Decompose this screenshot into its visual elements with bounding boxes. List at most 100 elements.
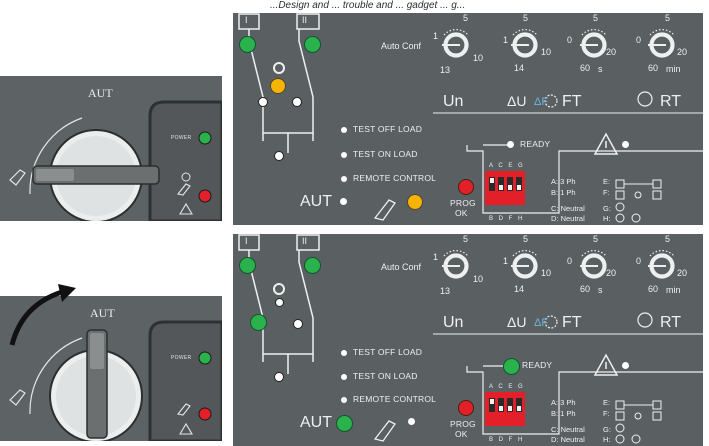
source-ii-label: II <box>302 236 308 246</box>
knob2-mark-5: 5 <box>523 13 529 23</box>
key-e: E: <box>603 398 611 407</box>
prog-button[interactable] <box>458 179 474 195</box>
knob1-mark-1: 1 <box>433 252 439 262</box>
contact-led-i <box>250 314 267 331</box>
key-h: H: <box>603 214 611 223</box>
key-g: G: <box>603 204 611 213</box>
knob3-mark-5: 5 <box>593 13 599 23</box>
switch-aut-label: AUT <box>88 86 113 100</box>
knob4-mark-60: 60 <box>648 63 659 73</box>
knob4-unit: min <box>666 64 681 74</box>
power-label: POWER <box>171 355 192 361</box>
test-on-load-label: TEST ON LOAD <box>353 371 418 381</box>
knob1-mark-10: 10 <box>473 53 484 63</box>
key-b: B: 1 Ph <box>551 409 576 418</box>
aut-led <box>336 415 353 432</box>
knob3-mark-0: 0 <box>567 35 573 45</box>
figure-caption: ...Design and ... trouble and ... gadget… <box>270 0 466 11</box>
test-off-load-led <box>341 350 347 356</box>
dip-switch[interactable] <box>485 392 525 426</box>
test-off-load-label: TEST OFF LOAD <box>353 347 423 357</box>
knob4-mark-60: 60 <box>648 284 659 294</box>
knob4-mark-20: 20 <box>677 47 688 57</box>
param-df: ΔF <box>534 317 549 329</box>
test-on-load-led <box>341 374 347 380</box>
fault-led <box>622 141 629 148</box>
remote-control-led <box>341 397 347 403</box>
prog-label: PROG <box>450 419 476 429</box>
param-df: ΔF <box>534 96 549 108</box>
knob1-mark-5: 5 <box>463 13 469 23</box>
key-g: G: <box>603 425 611 434</box>
source-ii-label: II <box>302 15 308 25</box>
knob1-mark-13: 13 <box>440 286 451 296</box>
source-i-label: I <box>245 15 248 25</box>
key-h: H: <box>603 435 611 444</box>
remote-control-label: REMOTE CONTROL <box>353 173 437 183</box>
key-e: E: <box>603 177 611 186</box>
load-led <box>274 151 284 161</box>
key-c: C: Neutral <box>551 425 585 434</box>
contact-led-ii <box>292 97 302 107</box>
knob2-mark-1: 1 <box>503 35 509 45</box>
power-label: POWER <box>171 135 192 141</box>
key-f: F: <box>603 409 610 418</box>
knob2-mark-1: 1 <box>503 256 509 266</box>
knob3-mark-20: 20 <box>606 268 617 278</box>
ok-label: OK <box>455 429 468 439</box>
knob2-mark-14: 14 <box>514 63 525 73</box>
dip-top-letters: A C E G <box>489 163 525 169</box>
ready-label: READY <box>522 360 553 370</box>
param-rt: RT <box>660 314 682 331</box>
key-f: F: <box>603 188 610 197</box>
source-i-led <box>239 36 256 53</box>
test-off-load-led <box>341 127 347 133</box>
dip-bottom-letters: B D F H <box>489 216 525 222</box>
source-i-led <box>239 257 256 274</box>
status-led-orange <box>270 78 286 94</box>
fault-led <box>622 362 629 369</box>
dip-top-letters: A C E G <box>489 384 525 390</box>
ready-led <box>503 358 520 375</box>
param-rt: RT <box>660 93 682 110</box>
ready-label: READY <box>520 139 551 149</box>
knob4-mark-0: 0 <box>636 35 642 45</box>
source-i-label: I <box>245 236 248 246</box>
prog-label: PROG <box>450 198 476 208</box>
knob4-mark-20: 20 <box>677 268 688 278</box>
param-du: ΔU <box>507 93 527 109</box>
knob1-mark-13: 13 <box>440 65 451 75</box>
knob2-mark-5: 5 <box>523 234 529 244</box>
knob1-mark-10: 10 <box>473 274 484 284</box>
param-un: Un <box>443 93 464 110</box>
param-du: ΔU <box>507 314 527 330</box>
knob3-mark-60: 60 <box>580 284 591 294</box>
knob3-mark-5: 5 <box>593 234 599 244</box>
key-b: B: 1 Ph <box>551 188 576 197</box>
manual-hand-led <box>407 194 423 210</box>
key-d: D: Neutral <box>551 214 585 223</box>
test-on-load-led <box>341 152 347 158</box>
auto-conf-label: Auto Conf <box>381 262 422 272</box>
param-ft: FT <box>562 93 582 110</box>
aut-led <box>340 198 347 205</box>
knob2-mark-10: 10 <box>541 268 552 278</box>
knob2-mark-14: 14 <box>514 284 525 294</box>
param-ft: FT <box>562 314 582 331</box>
key-d: D: Neutral <box>551 435 585 444</box>
ok-label: OK <box>455 208 468 218</box>
source-ii-led <box>304 257 321 274</box>
prog-button[interactable] <box>458 400 474 416</box>
dip-switch[interactable] <box>485 171 525 205</box>
auto-conf-label: Auto Conf <box>381 41 422 51</box>
param-un: Un <box>443 314 464 331</box>
knob4-mark-5: 5 <box>665 234 671 244</box>
control-panel-top: I II Auto Conf 1 5 10 13 1 5 10 14 0 5 2… <box>233 13 703 225</box>
key-a: A: 3 Ph <box>551 177 576 186</box>
knob4-mark-0: 0 <box>636 256 642 266</box>
knob1-mark-5: 5 <box>463 234 469 244</box>
test-off-load-label: TEST OFF LOAD <box>353 124 423 134</box>
status-led-white <box>275 298 284 307</box>
key-c: C: Neutral <box>551 204 585 213</box>
knob4-unit: min <box>666 285 681 295</box>
